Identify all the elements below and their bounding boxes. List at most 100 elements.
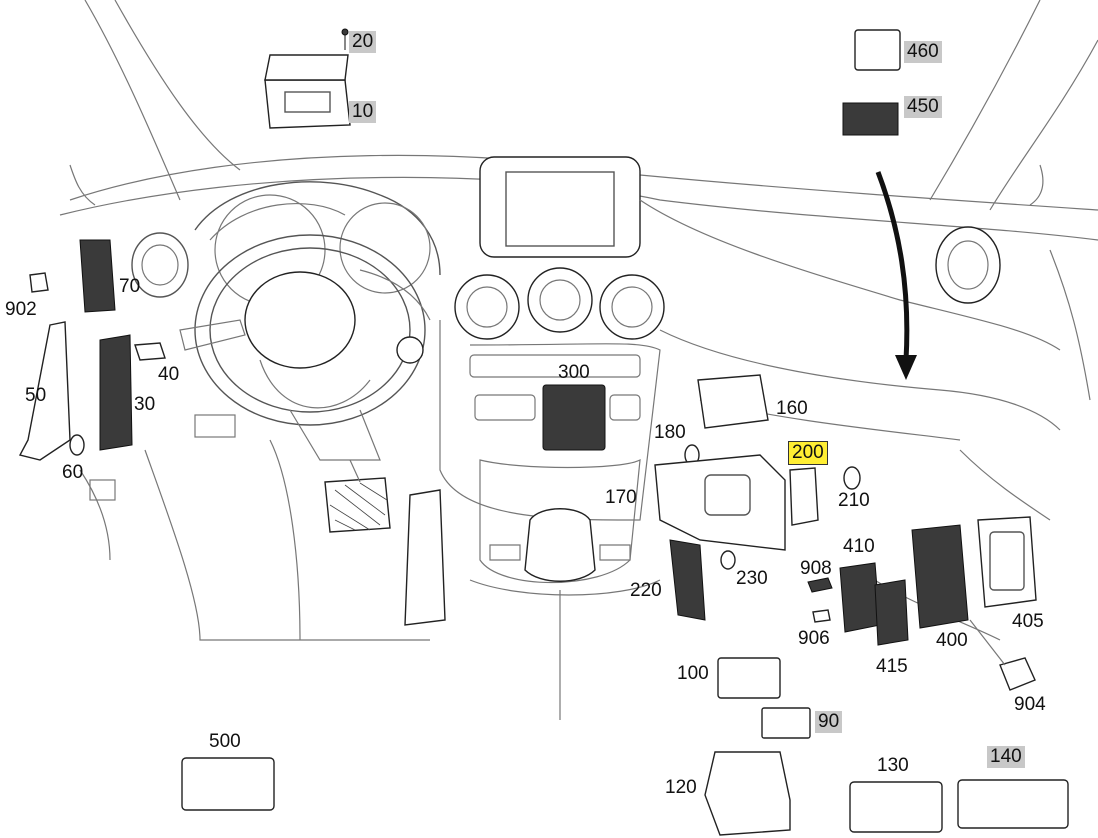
label-405: 405 (1012, 611, 1044, 632)
bracket-170 (654, 454, 786, 551)
label-908: 908 (800, 558, 832, 579)
central-display-screen (505, 171, 615, 247)
label-200: 200 (788, 441, 828, 465)
label-50: 50 (25, 385, 47, 406)
label-415: 415 (876, 656, 908, 677)
location-arrow (875, 171, 910, 361)
module-130 (849, 781, 943, 833)
air-vent-left (131, 232, 189, 298)
central-display-frame (479, 156, 641, 258)
label-10: 10 (349, 101, 377, 123)
module-140 (957, 779, 1069, 829)
module-200 (789, 467, 819, 526)
center-vent-left (454, 274, 520, 340)
center-vent-right (599, 274, 665, 340)
mirror-left (69, 164, 96, 206)
door-trim-right (1049, 249, 1091, 401)
turn-signal-stalk (179, 319, 246, 351)
air-vent-right (935, 226, 1001, 304)
center-vent-left-inner (466, 286, 508, 328)
line-904 (969, 619, 1006, 666)
label-120: 120 (665, 777, 697, 798)
steering-column (289, 409, 381, 461)
module-410 (839, 562, 881, 633)
module-160 (697, 374, 769, 429)
brake-pedal-pattern (329, 482, 388, 531)
brake-pedal-arm (349, 459, 361, 483)
steering-wheel-rim-inner (209, 247, 411, 413)
module-450 (842, 102, 899, 136)
label-160: 160 (776, 398, 808, 419)
cluster-hood (194, 181, 441, 276)
module-70 (79, 239, 116, 313)
glovebox-lower (959, 449, 1051, 521)
air-vent-right-inner (947, 240, 989, 290)
mirror-right (1029, 164, 1044, 206)
air-vent-left-inner (141, 244, 179, 286)
label-130: 130 (877, 755, 909, 776)
label-40: 40 (158, 364, 180, 385)
climate-button-right (609, 394, 641, 421)
footwell-divider (269, 439, 301, 641)
module-405 (977, 516, 1037, 608)
part-906 (812, 609, 831, 623)
label-904: 904 (1014, 694, 1046, 715)
module-220 (669, 539, 706, 621)
label-410: 410 (843, 536, 875, 557)
steering-wheel-rim (194, 234, 426, 426)
a-pillar-left-inner (114, 0, 241, 171)
label-20: 20 (349, 31, 377, 53)
a-pillar-right-outer (989, 39, 1098, 211)
bracket-170-window (704, 474, 751, 516)
console-switch-left (489, 544, 521, 561)
bracket-50 (18, 321, 71, 461)
climate-panel-top (469, 354, 641, 378)
center-vent-middle (527, 267, 593, 333)
console-switch-right (599, 544, 631, 561)
module-415 (874, 579, 909, 646)
center-vent-middle-inner (539, 279, 581, 321)
module-400 (911, 524, 969, 629)
label-902: 902 (5, 299, 37, 320)
part-230 (720, 550, 736, 570)
part-60 (69, 434, 85, 456)
gear-selector (524, 508, 596, 582)
label-140: 140 (987, 746, 1025, 768)
a-pillar-right (929, 0, 1041, 201)
screw-20-head (341, 28, 349, 36)
module-500 (181, 757, 275, 811)
module-300 (542, 384, 606, 451)
label-906: 906 (798, 628, 830, 649)
label-210: 210 (838, 490, 870, 511)
label-90: 90 (815, 711, 843, 733)
door-handle-left (89, 479, 116, 501)
label-400: 400 (936, 630, 968, 651)
module-460 (854, 29, 901, 71)
module-90 (761, 707, 811, 739)
label-230: 230 (736, 568, 768, 589)
brake-pedal (324, 477, 391, 533)
steering-spoke-right (359, 269, 431, 321)
fuse-cover-left (194, 414, 236, 438)
module-120 (704, 751, 791, 836)
label-60: 60 (62, 462, 84, 483)
door-sill-left (79, 469, 111, 561)
cluster-hood-inner (209, 202, 346, 241)
climate-button-left (474, 394, 536, 421)
module-10-body (264, 79, 351, 129)
label-500: 500 (209, 731, 241, 752)
label-170: 170 (605, 487, 637, 508)
label-460: 460 (904, 41, 942, 63)
console-lower-edge (469, 579, 661, 596)
part-908 (807, 577, 833, 593)
dashboard-top-inner (59, 176, 1098, 241)
label-220: 220 (630, 580, 662, 601)
footwell-left (144, 449, 430, 641)
accelerator-pedal (404, 489, 446, 626)
start-stop-button (396, 336, 424, 364)
label-180: 180 (654, 422, 686, 443)
module-10-face (284, 91, 331, 113)
label-450: 450 (904, 96, 942, 118)
